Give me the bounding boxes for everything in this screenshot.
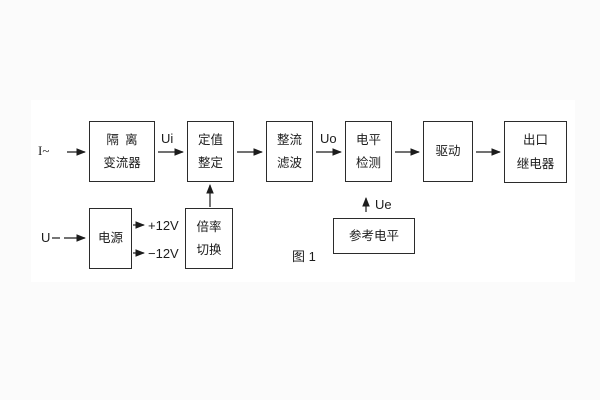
block-label: 整定	[197, 156, 223, 170]
block-label: 参考电平	[348, 228, 399, 243]
block-label: 变流器	[103, 156, 141, 170]
label-plus-12v: +12V	[148, 218, 179, 233]
label-ue: Ue	[375, 197, 392, 212]
block-level-detect: 电平 检测	[345, 121, 392, 182]
block-label: 隔 离	[106, 132, 138, 147]
block-label: 电平	[355, 132, 381, 147]
block-label: 继电器	[516, 156, 555, 171]
block-power-supply: 电源	[89, 208, 132, 269]
block-label: 电源	[97, 231, 123, 246]
block-drive: 驱动	[423, 121, 473, 182]
block-ratio-switch: 倍率 切换	[185, 208, 233, 269]
label-uo: Uo	[320, 131, 337, 146]
block-setting: 定值 整定	[187, 121, 234, 182]
label-input-voltage: U	[41, 230, 51, 245]
block-label: 切换	[196, 243, 222, 257]
block-label: 定值	[197, 132, 223, 147]
block-label: 检测	[355, 156, 381, 170]
label-minus-12v: −12V	[148, 246, 179, 261]
block-output-relay: 出口 继电器	[504, 121, 567, 183]
block-reference-level: 参考电平	[333, 218, 415, 254]
label-input-current: I~	[38, 143, 50, 158]
block-label: 驱动	[435, 144, 461, 159]
block-label: 出口	[522, 133, 548, 147]
block-rectify-filter: 整流 滤波	[266, 121, 313, 182]
block-isolation-transformer: 隔 离 变流器	[89, 121, 155, 182]
block-label: 整流	[276, 132, 302, 147]
block-label: 滤波	[276, 156, 302, 170]
label-ui: Ui	[161, 131, 174, 146]
figure-caption: 图 1	[292, 249, 316, 264]
block-label: 倍率	[196, 219, 222, 234]
